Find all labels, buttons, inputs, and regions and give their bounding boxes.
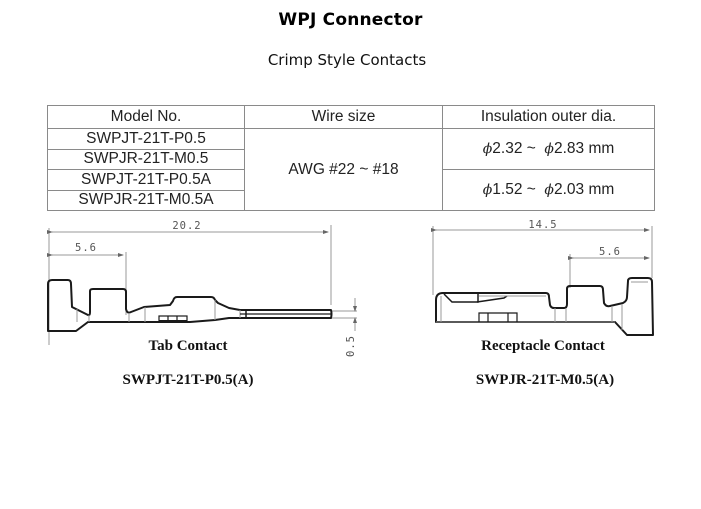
receptacle-contact-drawing: 14.5 5.6 Receptacle Contact SWPJR-21 <box>431 219 654 388</box>
insulation-cell: ϕ2.32 ~ ϕ2.83 mm <box>442 128 655 170</box>
dimension-label: 14.5 <box>528 219 557 231</box>
receptacle-contact-details <box>436 281 648 330</box>
phi-symbol: ϕ <box>482 141 493 157</box>
tab-contact-model: SWPJT-21T-P0.5(A) <box>123 372 254 388</box>
model-cell: SWPJR-21T-M0.5A <box>47 189 245 211</box>
dimension-thickness-tab <box>331 298 357 331</box>
dimension-label: 5.6 <box>599 246 621 258</box>
tab-contact-window <box>158 315 188 323</box>
column-header-model: Model No. <box>47 105 245 129</box>
tab-contact-drawing: 20.2 5.6 0.5 <box>47 220 357 388</box>
table-row: SWPJT-21T-P0.5 AWG #22 ~ #18 ϕ2.32 ~ ϕ2.… <box>47 128 655 211</box>
receptacle-contact-outline <box>435 277 654 336</box>
phi-symbol: ϕ <box>482 182 493 198</box>
spec-table: Model No. Wire size Insulation outer dia… <box>47 105 655 211</box>
receptacle-contact-window <box>478 312 518 322</box>
insulation-to: 2.03 mm <box>553 181 615 198</box>
wire-size-cell: AWG #22 ~ #18 <box>244 128 443 211</box>
receptacle-contact-name: Receptacle Contact <box>481 338 605 354</box>
page-subtitle: Crimp Style Contacts <box>267 51 427 69</box>
insulation-to: 2.83 mm <box>553 140 615 157</box>
tab-contact-outline <box>47 279 333 332</box>
page-title: WPJ Connector <box>278 10 423 30</box>
phi-symbol: ϕ <box>544 141 554 157</box>
tab-contact-details <box>76 300 331 322</box>
dimension-label: 20.2 <box>172 220 201 232</box>
dimension-crimp-receptacle <box>568 254 650 288</box>
insulation-cell: ϕ1.52 ~ ϕ2.03 mm <box>442 169 655 211</box>
table-header-row: Model No. Wire size Insulation outer dia… <box>47 105 655 129</box>
dimension-overall-receptacle <box>431 226 653 295</box>
dimension-label: 5.6 <box>75 242 97 254</box>
receptacle-contact-model: SWPJR-21T-M0.5(A) <box>476 372 614 388</box>
table-row: SWPJT-21T-P0.5A ϕ1.52 ~ ϕ2.03 mm <box>47 169 655 211</box>
model-cell: SWPJT-21T-P0.5 <box>47 128 245 150</box>
tab-contact-name: Tab Contact <box>148 338 227 354</box>
phi-symbol: ϕ <box>544 182 554 198</box>
insulation-from: 1.52 ~ <box>492 181 536 198</box>
insulation-from: 2.32 ~ <box>492 140 536 157</box>
table-row: SWPJR-21T-M0.5A <box>47 189 655 211</box>
dimension-label: 0.5 <box>345 335 357 357</box>
